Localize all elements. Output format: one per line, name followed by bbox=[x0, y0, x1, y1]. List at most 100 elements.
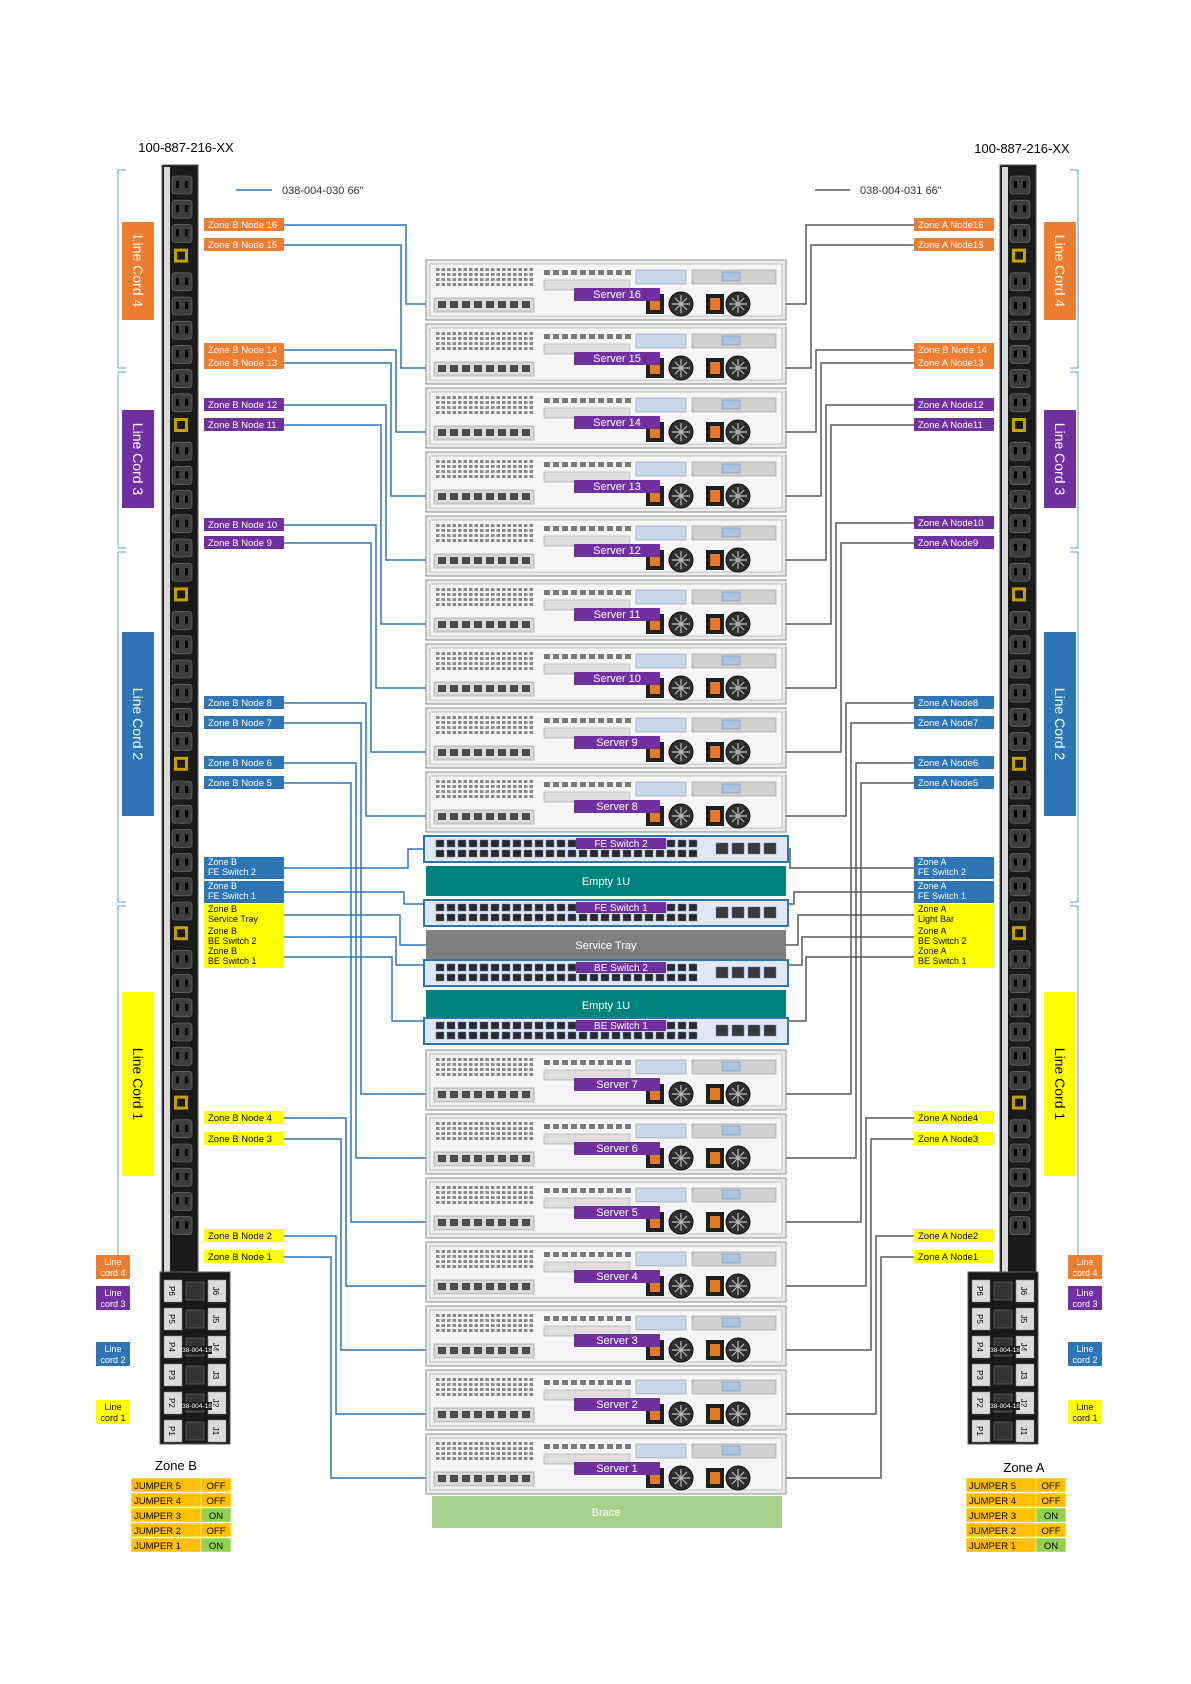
empty-1u bbox=[426, 866, 786, 896]
zone-a-infra-label: BE Switch 1 bbox=[918, 956, 967, 966]
vent-slot bbox=[491, 593, 495, 596]
outlet-icon bbox=[1009, 780, 1031, 800]
pci-slot bbox=[553, 1380, 559, 1385]
outlet-pin bbox=[185, 713, 188, 721]
pci-slot bbox=[553, 334, 559, 339]
vent-slot bbox=[491, 524, 495, 527]
zone-b-line-cord-tag bbox=[96, 1286, 130, 1310]
vent-slot bbox=[496, 721, 500, 724]
switch-port bbox=[567, 963, 577, 972]
vent-slot bbox=[447, 598, 451, 601]
vent-slot bbox=[452, 283, 456, 286]
switch-port bbox=[589, 1031, 599, 1040]
fan-blades bbox=[672, 295, 690, 313]
io-port bbox=[474, 493, 482, 500]
vent-slot bbox=[502, 1132, 506, 1135]
vent-slot bbox=[507, 652, 511, 655]
vent-slot bbox=[452, 278, 456, 281]
zone-a-node-label: Zone A Node8 bbox=[918, 698, 978, 709]
vent-slot bbox=[480, 534, 484, 537]
outlet-pin bbox=[176, 1221, 179, 1229]
vent-slot bbox=[463, 1378, 467, 1381]
io-port bbox=[486, 493, 494, 500]
vent-slot bbox=[529, 588, 533, 591]
vent-slot bbox=[452, 726, 456, 729]
vent-slot bbox=[480, 1186, 484, 1189]
vent-slot bbox=[441, 283, 445, 286]
outlet-pin bbox=[185, 834, 188, 842]
vent-slot bbox=[491, 588, 495, 591]
vent-slot bbox=[441, 667, 445, 670]
vent-slot bbox=[447, 731, 451, 734]
zone-b-jumper-state: OFF bbox=[207, 1481, 226, 1492]
vent-slot bbox=[441, 731, 445, 734]
vent-slot bbox=[441, 790, 445, 793]
io-port bbox=[486, 1283, 494, 1290]
vent-slot bbox=[529, 1186, 533, 1189]
zone-a-cable bbox=[786, 956, 914, 1022]
vent-slot bbox=[491, 598, 495, 601]
pci-slot bbox=[625, 590, 631, 595]
vent-slot bbox=[480, 721, 484, 724]
psu-label bbox=[721, 335, 741, 346]
vent-slot bbox=[485, 342, 489, 345]
vent-slot bbox=[452, 1196, 456, 1199]
io-port bbox=[438, 685, 446, 692]
vent-slot bbox=[518, 1063, 522, 1066]
outlet-pin bbox=[185, 1052, 188, 1060]
vent-slot bbox=[436, 332, 440, 335]
switch-port bbox=[501, 839, 511, 848]
pci-slot bbox=[616, 398, 622, 403]
vent-slot bbox=[474, 1127, 478, 1130]
vent-slot bbox=[458, 1319, 462, 1322]
zone-a-node-label: Zone A Node4 bbox=[918, 1113, 978, 1124]
vent-slot bbox=[474, 588, 478, 591]
service-tray bbox=[426, 930, 786, 960]
vent-slot bbox=[469, 342, 473, 345]
zone-b-infra-label: BE Switch 1 bbox=[208, 956, 257, 966]
vent-slot bbox=[458, 1058, 462, 1061]
vent-slot bbox=[447, 1186, 451, 1189]
switch-label: FE Switch 1 bbox=[594, 903, 648, 914]
vent-slot bbox=[485, 1073, 489, 1076]
switch-port bbox=[567, 1031, 577, 1040]
zone-a-line-cord-tag-label: cord 1 bbox=[1072, 1413, 1097, 1423]
vent-slot bbox=[496, 411, 500, 414]
pci-slot bbox=[580, 1060, 586, 1065]
switch-port bbox=[435, 903, 445, 912]
vent-slot bbox=[480, 278, 484, 281]
vent-slot bbox=[496, 396, 500, 399]
zone-b-pdu-port: P4 bbox=[167, 1342, 176, 1352]
pci-slot bbox=[562, 398, 568, 403]
fan-blades bbox=[729, 1469, 747, 1487]
zone-b-node-tag bbox=[204, 696, 284, 709]
zone-b-node-tag bbox=[204, 418, 284, 431]
vent-slot bbox=[447, 1329, 451, 1332]
switch-port bbox=[633, 973, 643, 982]
outlet-pin bbox=[185, 302, 188, 309]
vent-slot bbox=[507, 337, 511, 340]
outlet-icon bbox=[171, 1143, 193, 1163]
outlet-icon bbox=[1009, 490, 1031, 509]
pdu-jack-label-box bbox=[1015, 1279, 1035, 1303]
vent-slot bbox=[474, 1058, 478, 1061]
vent-slot bbox=[463, 1196, 467, 1199]
outlet-pin bbox=[176, 544, 179, 551]
zone-a-pdu-module-label: 038-004-186 bbox=[987, 1347, 1024, 1354]
zone-a-pdu-port: P5 bbox=[975, 1314, 984, 1324]
vent-slot bbox=[436, 1250, 440, 1253]
zone-a-infra-label: Light Bar bbox=[918, 914, 954, 924]
vent-slot bbox=[452, 332, 456, 335]
outlet-pin bbox=[176, 1149, 179, 1156]
outlet-pin bbox=[1014, 955, 1017, 963]
vent-slot bbox=[469, 534, 473, 537]
vent-slot bbox=[529, 1132, 533, 1135]
psu-label bbox=[721, 591, 741, 602]
zone-a-node-label: Zone A Node16 bbox=[918, 220, 984, 231]
outlet-pin bbox=[1014, 786, 1017, 793]
outlet-pin bbox=[1014, 979, 1017, 987]
zone-a-line-cord-box bbox=[1044, 992, 1076, 1176]
zone-b-node-label: Zone B Node 11 bbox=[208, 420, 276, 431]
vent-slot bbox=[452, 1378, 456, 1381]
switch-port bbox=[677, 973, 687, 982]
